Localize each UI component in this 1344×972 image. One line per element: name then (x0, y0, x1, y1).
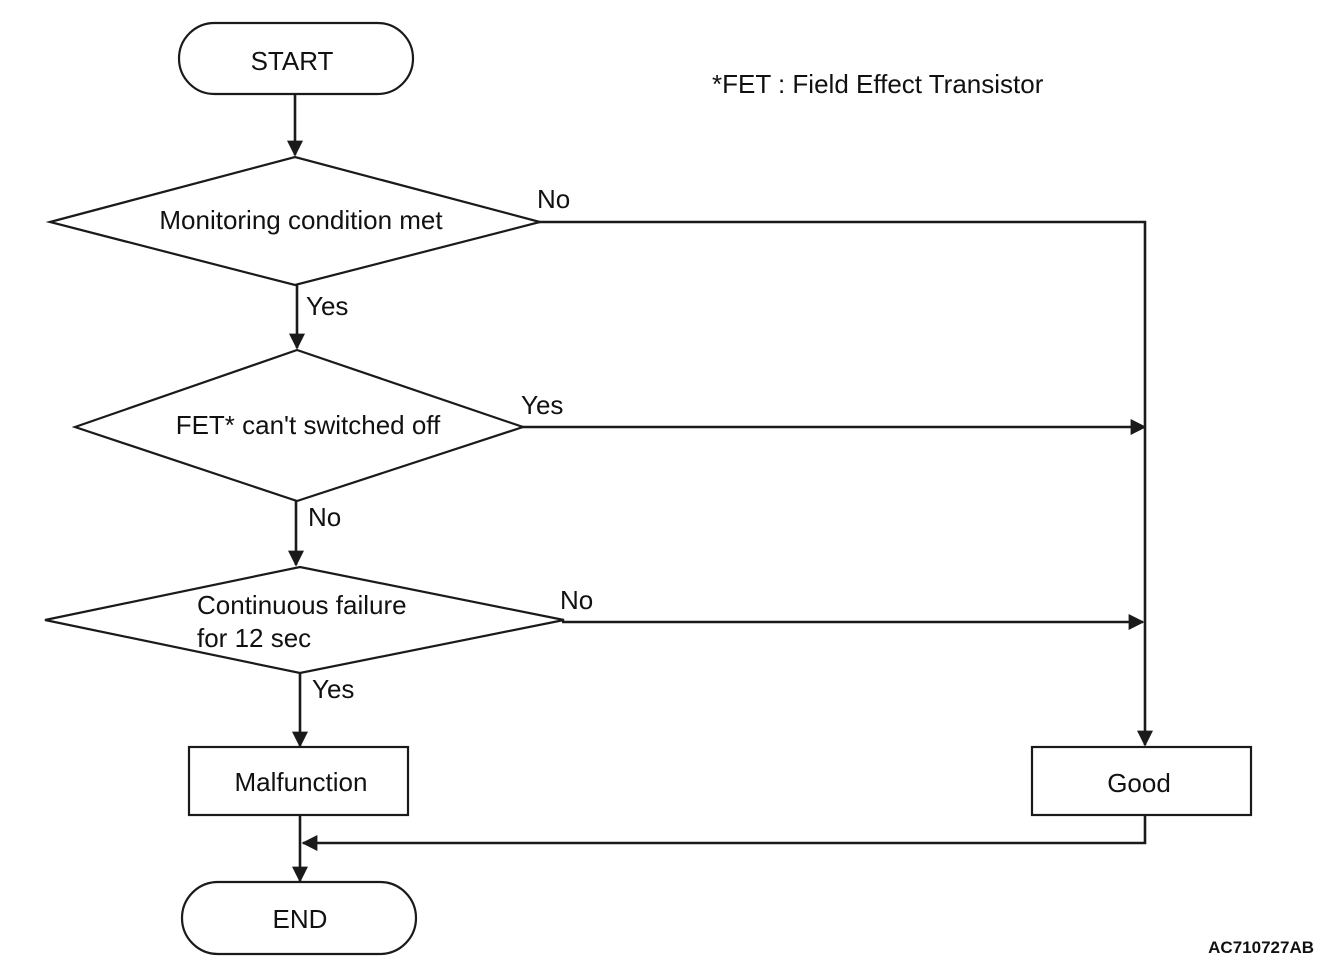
decision1-no-path (538, 220, 1153, 747)
start-label: START (251, 46, 334, 76)
decision3-label-line1: Continuous failure (197, 590, 407, 620)
figure-code: AC710727AB (1208, 938, 1314, 957)
decision1-yes-label: Yes (306, 291, 348, 321)
labels: START *FET : Field Effect Transistor Mon… (159, 46, 1314, 957)
decision2-no-label: No (308, 502, 341, 532)
end-terminal (180, 880, 418, 956)
decision3-yes-label: Yes (312, 674, 354, 704)
decision1-label: Monitoring condition met (159, 205, 443, 235)
decision1-no-label: No (537, 184, 570, 214)
decision3-label-line2: for 12 sec (197, 623, 311, 653)
decision3-no-label: No (560, 585, 593, 615)
decision-fet-switch-off (71, 348, 527, 503)
fet-note: *FET : Field Effect Transistor (712, 69, 1044, 99)
decision-monitoring-condition (45, 155, 545, 287)
decision2-label: FET* can't switched off (176, 410, 441, 440)
connectors (287, 95, 1153, 883)
good-box (1030, 745, 1253, 817)
malfunction-label: Malfunction (235, 767, 368, 797)
start-terminal (177, 21, 415, 96)
good-return-path (301, 815, 1147, 851)
good-label: Good (1107, 768, 1171, 798)
shapes (44, 21, 1253, 956)
malfunction-box (187, 745, 410, 817)
decision2-yes-label: Yes (521, 390, 563, 420)
decision-continuous-failure (44, 565, 565, 675)
end-label: END (273, 904, 328, 934)
